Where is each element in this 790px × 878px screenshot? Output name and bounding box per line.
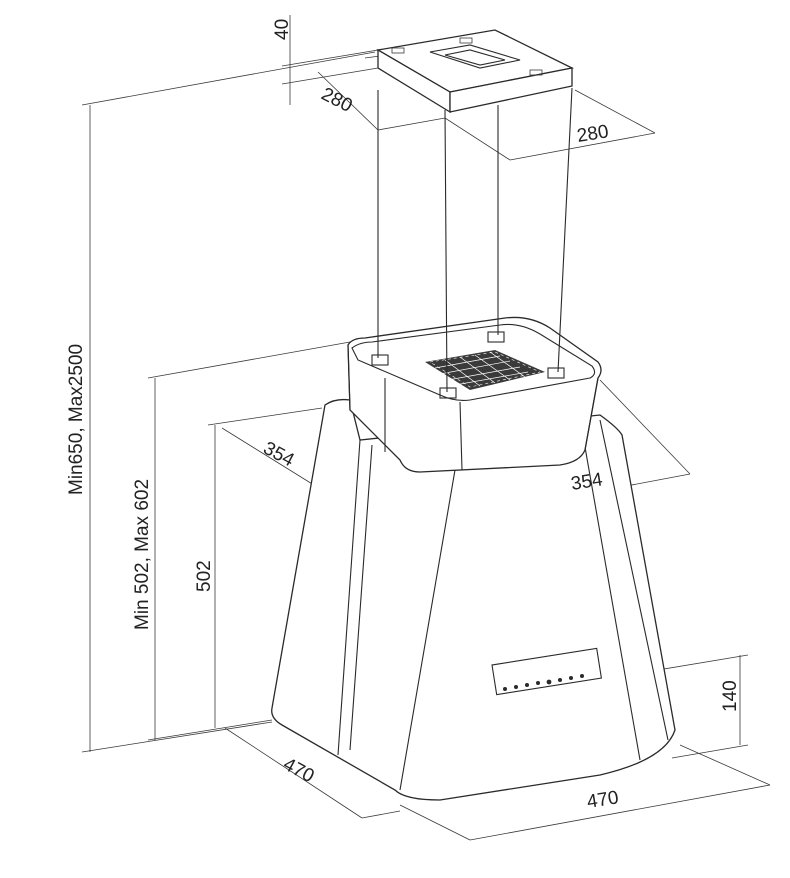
label-top-plate-height: 40 <box>272 19 293 40</box>
label-total-height: Min650, Max2500 <box>66 344 87 495</box>
label-panel-height: 140 <box>720 680 741 712</box>
label-hood-height-range: Min 502, Max 602 <box>132 479 153 630</box>
filter-grid <box>425 350 545 390</box>
ceiling-plate <box>376 29 575 114</box>
control-buttons <box>503 674 584 691</box>
motor-housing <box>347 316 602 473</box>
label-base-depth: 470 <box>280 754 318 787</box>
label-top-plate-depth: 280 <box>318 84 356 117</box>
label-top-plate-width: 280 <box>575 121 610 147</box>
suspension-cables <box>377 87 573 393</box>
dimension-lines <box>81 15 771 841</box>
hood-body <box>271 398 676 801</box>
label-hood-body-height: 502 <box>194 560 215 592</box>
label-base-width: 470 <box>585 787 620 813</box>
label-upper-depth: 354 <box>260 438 298 472</box>
label-upper-width: 354 <box>569 469 604 495</box>
